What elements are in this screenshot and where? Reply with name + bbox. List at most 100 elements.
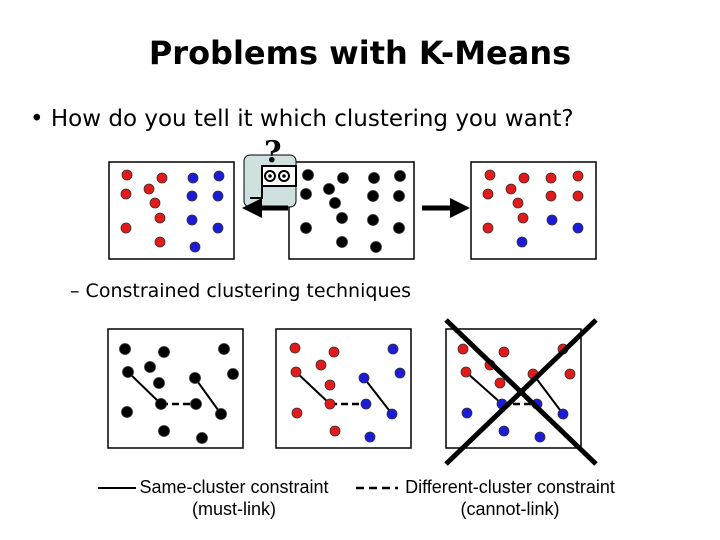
red-data-point [482, 188, 494, 200]
red-data-point [512, 197, 524, 209]
blue-data-point [387, 343, 399, 355]
cannot-link-legend-label: Different-cluster constraint (cannot-lin… [388, 476, 632, 520]
black-data-point [393, 190, 405, 202]
red-data-point [545, 190, 557, 202]
bullet-point: • How do you tell it which clustering yo… [30, 106, 574, 132]
red-data-point [328, 346, 340, 358]
must-link-constraint [363, 377, 393, 415]
blue-data-point [212, 190, 224, 202]
sub-bullet-point: – Constrained clustering techniques [70, 280, 411, 302]
sub-bullet-text: Constrained clustering techniques [85, 280, 412, 302]
red-data-point [572, 170, 584, 182]
red-data-point [460, 366, 472, 378]
black-data-point [196, 432, 208, 444]
black-data-point [119, 343, 131, 355]
sub-bullet-marker: – [70, 280, 80, 302]
red-data-point [494, 377, 506, 389]
blue-data-point [516, 236, 528, 248]
black-data-point [302, 169, 314, 181]
black-data-point [121, 406, 133, 418]
blue-data-point [386, 408, 398, 420]
red-data-point [517, 212, 529, 224]
red-data-point [324, 379, 336, 391]
red-data-point [564, 368, 576, 380]
red-data-point [518, 172, 530, 184]
black-data-point [218, 343, 230, 355]
question-mark: ? [264, 135, 282, 170]
blue-data-point [358, 372, 370, 384]
black-data-point [336, 236, 348, 248]
black-data-point [370, 241, 382, 253]
bullet-marker: • [30, 106, 44, 132]
blue-data-point [364, 431, 376, 443]
red-data-point [291, 407, 303, 419]
must-link-legend-label: Same-cluster constraint (must-link) [124, 476, 344, 520]
black-data-point [189, 372, 201, 384]
red-data-point [154, 212, 166, 224]
blue-data-point [213, 170, 225, 182]
red-data-point [149, 197, 161, 209]
confused-thinker-icon: ? [243, 135, 297, 208]
red-data-point [154, 236, 166, 248]
blue-data-point [461, 407, 473, 419]
cross-out-line-2 [444, 318, 598, 466]
red-data-point [289, 342, 301, 354]
blue-data-point [187, 172, 199, 184]
must-link-constraint [532, 373, 564, 415]
blue-data-point [189, 241, 201, 253]
blue-data-point [572, 222, 584, 234]
blue-data-point [557, 408, 569, 420]
must-link-constraint [295, 371, 331, 405]
blue-data-point [534, 431, 546, 443]
black-data-point [227, 368, 239, 380]
black-data-point [300, 188, 312, 200]
must-link-constraint [465, 371, 503, 405]
black-data-point [155, 398, 167, 410]
must-link-constraint [127, 371, 162, 405]
red-data-point [120, 188, 132, 200]
black-data-point [393, 222, 405, 234]
black-data-point [337, 172, 349, 184]
red-data-point [498, 346, 510, 358]
red-data-point [545, 172, 557, 184]
cannot-link-subtitle: (cannot-link) [460, 499, 560, 519]
red-data-point [143, 183, 155, 195]
black-data-point [367, 214, 379, 226]
blue-data-point [186, 190, 198, 202]
red-data-point [457, 343, 469, 355]
red-data-point [482, 222, 494, 234]
blue-data-point [498, 425, 510, 437]
red-data-point [329, 425, 341, 437]
red-data-point [505, 183, 517, 195]
black-data-point [153, 377, 165, 389]
slide-title: Problems with K-Means [148, 34, 572, 72]
black-data-point [144, 361, 156, 373]
red-data-point [156, 172, 168, 184]
panel-top-middle [288, 161, 415, 260]
black-data-point [158, 425, 170, 437]
red-data-point [324, 398, 336, 410]
black-data-point [329, 197, 341, 209]
black-data-point [158, 346, 170, 358]
red-data-point [121, 169, 133, 181]
red-data-point [572, 190, 584, 202]
must-link-title: Same-cluster constraint [139, 477, 329, 497]
red-data-point [290, 366, 302, 378]
blue-data-point [394, 367, 406, 379]
blue-data-point [546, 214, 558, 226]
black-data-point [368, 172, 380, 184]
black-data-point [300, 222, 312, 234]
bullet-text: How do you tell it which clustering you … [50, 106, 574, 132]
black-data-point [323, 183, 335, 195]
blue-data-point [212, 222, 224, 234]
black-data-point [190, 398, 202, 410]
constraint-links [127, 371, 564, 415]
black-data-point [122, 366, 134, 378]
red-data-point [315, 359, 327, 371]
black-data-point [336, 212, 348, 224]
black-data-point [215, 408, 227, 420]
must-link-subtitle: (must-link) [192, 499, 276, 519]
black-data-point [367, 190, 379, 202]
red-data-point [484, 169, 496, 181]
